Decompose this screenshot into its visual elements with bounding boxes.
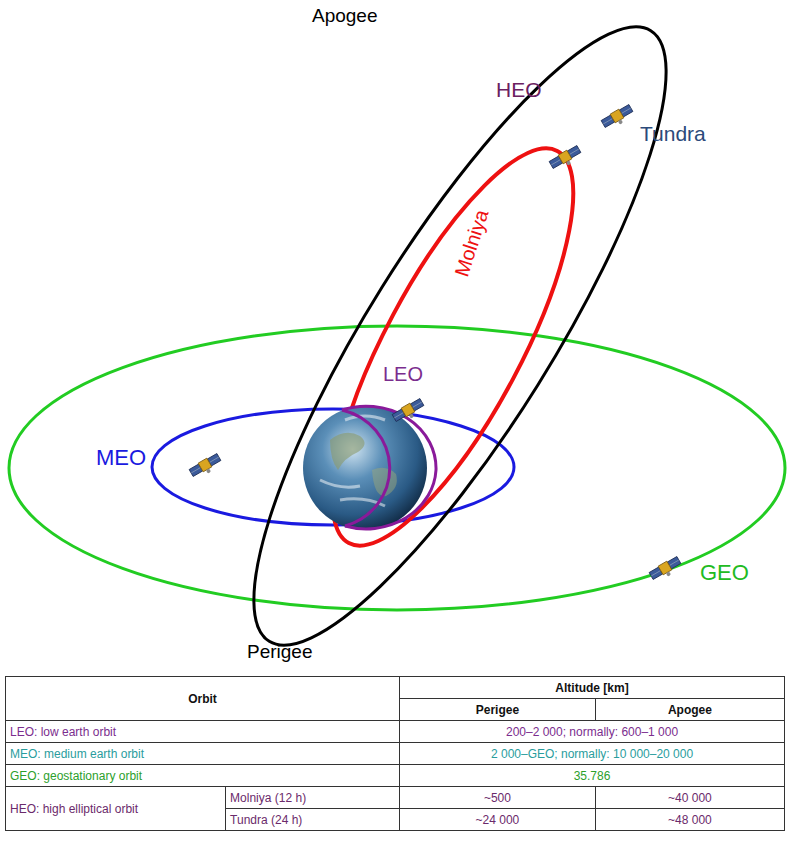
table-cell: Apogee [595,699,784,721]
table-text: Perigee [476,703,519,717]
orbit-label: Tundra [640,122,706,145]
table-cell: 200–2 000; normally: 600–1 000 [400,721,785,743]
table-cell: MEO: medium earth orbit [6,743,400,765]
table-text: ~24 000 [476,813,520,827]
table-cell: Altitude [km] [400,677,785,699]
leo-orbit [342,410,390,526]
perigee-label: Perigee [247,642,313,663]
table-cell: GEO: geostationary orbit [6,765,400,787]
table-text: Altitude [km] [555,681,628,695]
table-text: ~500 [484,791,511,805]
table-cell: ~48 000 [595,809,784,831]
orbit-label: LEO [383,363,423,385]
orbit-label: MEO [96,446,146,470]
tundra-orbit [191,0,729,690]
table-text: 2 000–GEO; normally: 10 000–20 000 [491,747,693,761]
table-cell: Perigee [400,699,596,721]
satellite [649,556,684,584]
orbit-table: Orbit Altitude [km] Perigee ApogeeLEO: low … [5,676,785,831]
table-text: ~40 000 [668,791,712,805]
satellite [392,398,427,426]
table-cell: 35.786 [400,765,785,787]
table-text: ~48 000 [668,813,712,827]
table-text: Orbit [188,692,217,706]
table-cell: HEO: high elliptical orbit [6,787,226,831]
table-text: 35.786 [574,769,611,783]
table-cell: Tundra (24 h) [226,809,400,831]
table-text: 200–2 000; normally: 600–1 000 [506,725,678,739]
satellite [601,104,636,132]
orbit-label: GEO [700,561,749,585]
table-text: HEO: high elliptical orbit [10,802,138,816]
table-cell: 2 000–GEO; normally: 10 000–20 000 [400,743,785,765]
table-text: LEO: low earth orbit [10,725,116,739]
table-text: Tundra (24 h) [230,813,302,827]
table-text: MEO: medium earth orbit [10,747,144,761]
table-cell: ~24 000 [400,809,596,831]
apogee-label: Apogee [312,6,378,27]
satellite [189,453,224,481]
table-cell: ~500 [400,787,596,809]
table-cell: ~40 000 [595,787,784,809]
earth [303,406,427,530]
table-cell: Orbit [6,677,400,721]
orbit-label: HEO [496,78,542,101]
geo-orbit [9,326,785,610]
satellite [549,145,584,173]
molniya-orbit [289,119,618,575]
table-text: Apogee [668,703,712,717]
table-text: Molniya (12 h) [230,791,306,805]
table-cell: LEO: low earth orbit [6,721,400,743]
table-cell: Molniya (12 h) [226,787,400,809]
table-text: GEO: geostationary orbit [10,769,142,783]
